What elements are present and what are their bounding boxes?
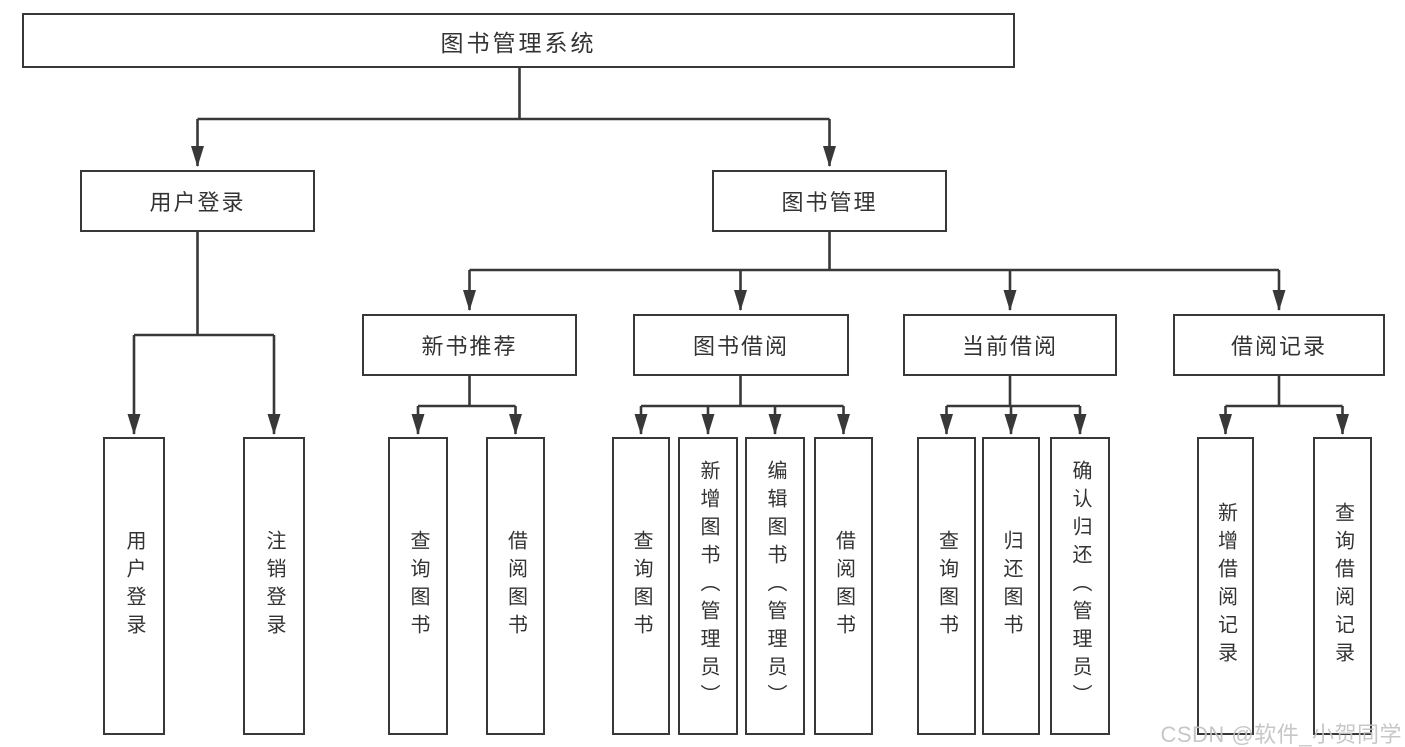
node-borrow-records: 借阅记录	[1173, 314, 1385, 376]
node-root-label: 图书管理系统	[440, 29, 597, 56]
leaf-user-login: 用户登录	[103, 437, 165, 735]
leaf-newbook-query-books: 查询图书	[388, 437, 448, 735]
leaf-current-query-books-label: 查询图书	[935, 530, 958, 642]
leaf-newbook-borrow-books-label: 借阅图书	[504, 530, 527, 642]
leaf-records-query-record-label: 查询借阅记录	[1331, 502, 1354, 670]
leaf-borrowing-borrow-books-label: 借阅图书	[832, 530, 855, 642]
leaf-borrowing-borrow-books: 借阅图书	[814, 437, 873, 735]
leaf-borrowing-query-books: 查询图书	[612, 437, 670, 735]
leaf-newbook-query-books-label: 查询图书	[407, 530, 429, 642]
node-root: 图书管理系统	[22, 13, 1015, 68]
node-book-management: 图书管理	[712, 170, 947, 232]
node-user-login-label: 用户登录	[149, 190, 246, 215]
leaf-current-confirm-return-admin-label: 确认归还（管理员）	[1069, 460, 1091, 712]
node-new-book-recommend: 新书推荐	[362, 314, 577, 376]
leaf-borrowing-add-books-admin: 新增图书（管理员）	[678, 437, 738, 735]
node-current-borrowing-label: 当前借阅	[961, 334, 1058, 359]
leaf-current-confirm-return-admin: 确认归还（管理员）	[1050, 437, 1110, 735]
leaf-newbook-borrow-books: 借阅图书	[486, 437, 545, 735]
watermark: CSDN @软件_小贺同学	[1160, 722, 1402, 747]
node-book-borrowing: 图书借阅	[633, 314, 849, 376]
leaf-borrowing-add-books-admin-label: 新增图书（管理员）	[697, 460, 719, 712]
leaf-logout-label: 注销登录	[263, 530, 285, 642]
leaf-current-query-books: 查询图书	[917, 437, 976, 735]
edges-book-borrowing	[634, 374, 850, 435]
leaf-current-return-books: 归还图书	[982, 437, 1040, 735]
leaf-borrowing-edit-books-admin: 编辑图书（管理员）	[745, 437, 805, 735]
node-new-book-recommend-label: 新书推荐	[421, 334, 518, 359]
edges-root	[191, 66, 836, 167]
node-book-management-label: 图书管理	[781, 190, 878, 215]
node-current-borrowing: 当前借阅	[903, 314, 1117, 376]
leaf-borrowing-edit-books-admin-label: 编辑图书（管理员）	[764, 460, 786, 712]
node-book-borrowing-label: 图书借阅	[692, 334, 789, 359]
leaf-borrowing-query-books-label: 查询图书	[630, 530, 652, 642]
edges-user-login	[127, 230, 281, 435]
edges-book-management	[463, 230, 1286, 311]
leaf-records-add-record: 新增借阅记录	[1197, 437, 1254, 735]
leaf-user-login-label: 用户登录	[123, 530, 145, 642]
leaf-records-query-record: 查询借阅记录	[1313, 437, 1372, 735]
edges-current-borrowing	[940, 374, 1087, 435]
edges-new-book-recommend	[411, 374, 522, 435]
leaf-records-add-record-label: 新增借阅记录	[1214, 502, 1237, 670]
node-borrow-records-label: 借阅记录	[1230, 334, 1327, 359]
leaf-logout: 注销登录	[243, 437, 305, 735]
edges-borrow-records	[1219, 374, 1349, 435]
leaf-current-return-books-label: 归还图书	[1000, 530, 1022, 642]
node-user-login: 用户登录	[80, 170, 315, 232]
